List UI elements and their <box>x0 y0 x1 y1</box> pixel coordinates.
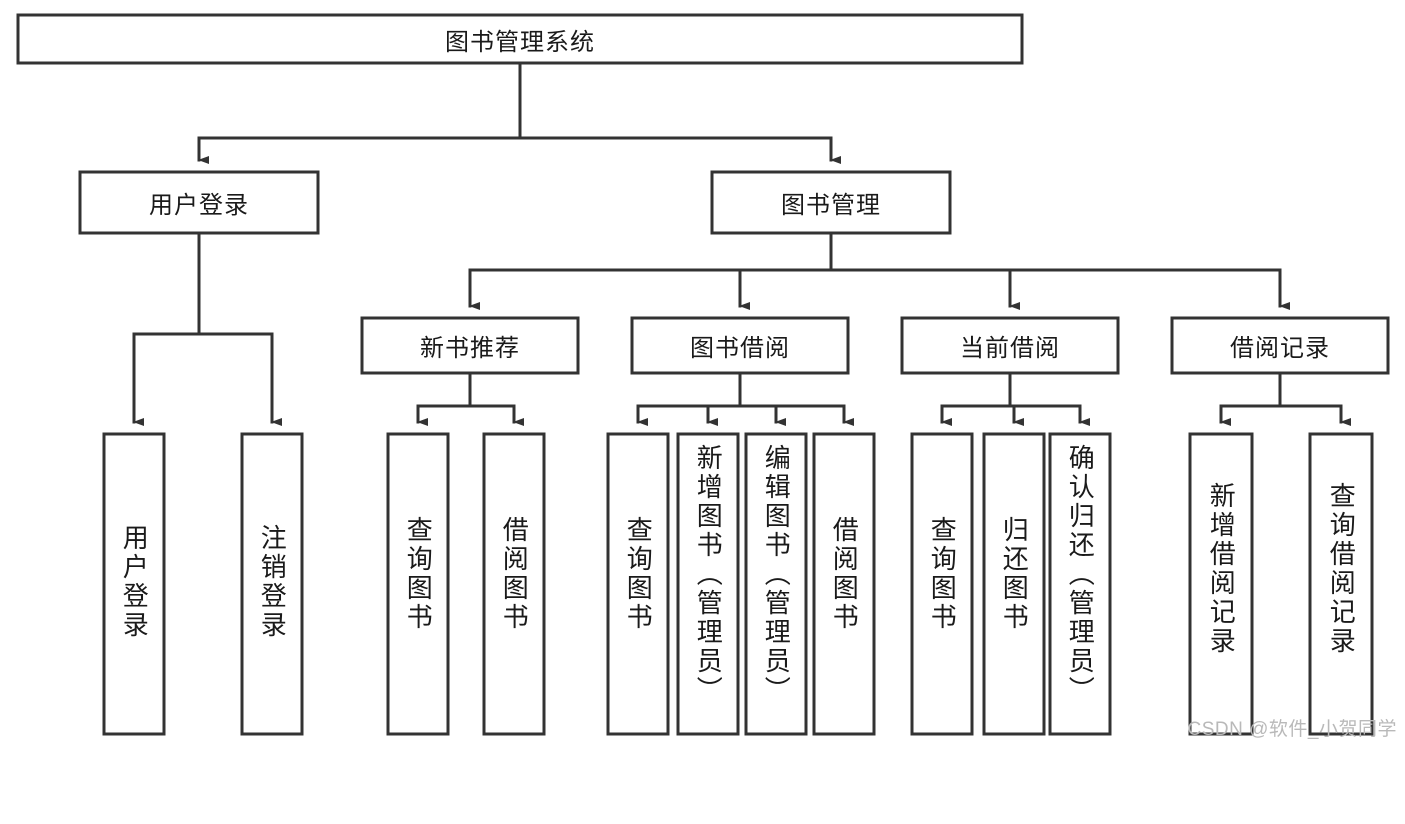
node-leaf-borrow-book-recommend[interactable] <box>482 432 546 736</box>
node-leaf-add-borrow-record[interactable] <box>1188 432 1254 736</box>
node-leaf-borrow-book-borrow[interactable] <box>812 432 876 736</box>
node-book-manage[interactable] <box>710 170 952 235</box>
node-leaf-user-logout[interactable] <box>240 432 304 736</box>
csdn-watermark: CSDN @软件_小贺同学 <box>1187 719 1397 740</box>
node-leaf-query-book-borrow[interactable] <box>606 432 670 736</box>
node-leaf-add-book-admin[interactable] <box>676 432 740 736</box>
node-leaf-confirm-return-admin[interactable] <box>1048 432 1112 736</box>
node-current-borrow[interactable] <box>900 316 1120 375</box>
node-leaf-query-book-current[interactable] <box>910 432 974 736</box>
node-new-book-recommend[interactable] <box>360 316 580 375</box>
flowchart-svg <box>16 13 1390 736</box>
node-user-login[interactable] <box>78 170 320 235</box>
node-borrow-record[interactable] <box>1170 316 1390 375</box>
diagram-canvas: 图书管理系统 用户登录 图书管理 新书推荐 图书借阅 当前借阅 借阅记录 用户登… <box>16 13 1397 740</box>
node-leaf-return-book[interactable] <box>982 432 1046 736</box>
node-leaf-user-login[interactable] <box>102 432 166 736</box>
node-leaf-edit-book-admin[interactable] <box>744 432 808 736</box>
node-leaf-query-borrow-record[interactable] <box>1308 432 1374 736</box>
node-book-borrow[interactable] <box>630 316 850 375</box>
node-root-book-management-system[interactable] <box>16 13 1024 65</box>
node-leaf-query-book-recommend[interactable] <box>386 432 450 736</box>
